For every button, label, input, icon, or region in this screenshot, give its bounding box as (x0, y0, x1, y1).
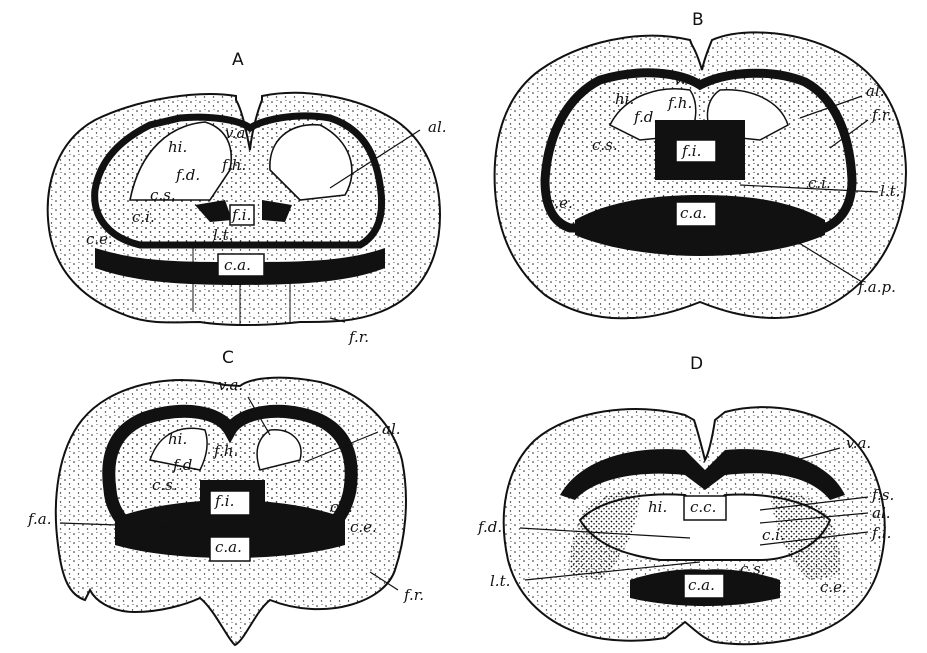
panel-b-label-hi: hi. (615, 92, 634, 107)
panel-a-label-fd: f.d. (176, 168, 200, 183)
panel-a-label-cs: c.s. (150, 188, 176, 203)
panel-c-label-ce: c.e. (350, 520, 377, 535)
panel-b-label-lt: l.t. (880, 184, 900, 199)
panel-b-label-ce: c.e. (546, 196, 573, 211)
panel-d-label-lt: l.t. (490, 574, 510, 589)
panel-a-label-fr: f.r. (349, 330, 369, 345)
panel-d-label-va: v.a. (846, 436, 871, 451)
panel-c-label-va: v.a. (218, 378, 243, 393)
panel-d-label-ce: c.e. (820, 580, 847, 595)
panel-c-label-fi: f.i. (215, 494, 234, 509)
panel-c-label-ca: c.a. (215, 540, 242, 555)
panel-b-section (495, 32, 906, 318)
panel-d-label-fd: f.d. (478, 520, 502, 535)
panel-c-label-ci: c.i. (330, 500, 353, 515)
panel-d-label-fi: f.i. (872, 526, 891, 541)
panel-a-letter: A (232, 52, 244, 69)
panel-d-label-ci: c.i. (762, 528, 785, 543)
panel-b-label-fap: f.a.p. (858, 280, 896, 295)
panel-b-label-al: al. (866, 84, 885, 99)
panel-b-label-fd: f.d. (634, 110, 658, 125)
panel-d-section (504, 407, 885, 644)
panel-a-label-ce: c.e. (86, 232, 113, 247)
panel-c-label-fa: f.a. (28, 512, 52, 527)
panel-b-label-ci: c.i. (808, 176, 831, 191)
panel-b-label-fr: f.r. (872, 108, 892, 123)
panel-a-label-fh: f.h. (222, 158, 246, 173)
panel-b-label-cs: c.s. (592, 138, 618, 153)
panel-a-label-ci: c.i. (132, 210, 155, 225)
panel-d-letter: D (690, 356, 703, 373)
panel-a-label-va: v.a. (225, 126, 250, 141)
panel-b-letter: B (692, 12, 704, 29)
panel-c-label-al: al. (382, 422, 401, 437)
panel-d-label-al: al. (872, 506, 891, 521)
panel-d-label-fs: f.s. (872, 488, 894, 503)
panel-c-label-fh: f.h. (214, 444, 238, 459)
panel-d-label-cs: c.s. (740, 562, 766, 577)
panel-c-letter: C (222, 350, 234, 367)
panel-a-label-al: al. (428, 120, 447, 135)
panel-d-label-hi: hi. (648, 500, 667, 515)
panel-d-label-ca: c.a. (688, 578, 715, 593)
panel-a-label-lt: l.t. (213, 228, 233, 243)
panel-a-label-fi: f.i. (232, 208, 251, 223)
panel-c-section (56, 378, 406, 645)
panel-c-label-cs: c.s. (152, 478, 178, 493)
panel-d-label-cc: c.c. (690, 500, 716, 515)
panel-a-label-hi: hi. (168, 140, 187, 155)
panel-c-label-fd: f.d. (173, 458, 197, 473)
panel-b-label-fi: f.i. (682, 144, 701, 159)
panel-a-label-ca: c.a. (224, 258, 251, 273)
panel-c-label-fr: f.r. (404, 588, 424, 603)
panel-b-label-fh: f.h. (668, 96, 692, 111)
panel-b-label-ca: c.a. (680, 206, 707, 221)
panel-c-label-hi: hi. (168, 432, 187, 447)
panel-b-label-va: v.a. (674, 72, 699, 87)
